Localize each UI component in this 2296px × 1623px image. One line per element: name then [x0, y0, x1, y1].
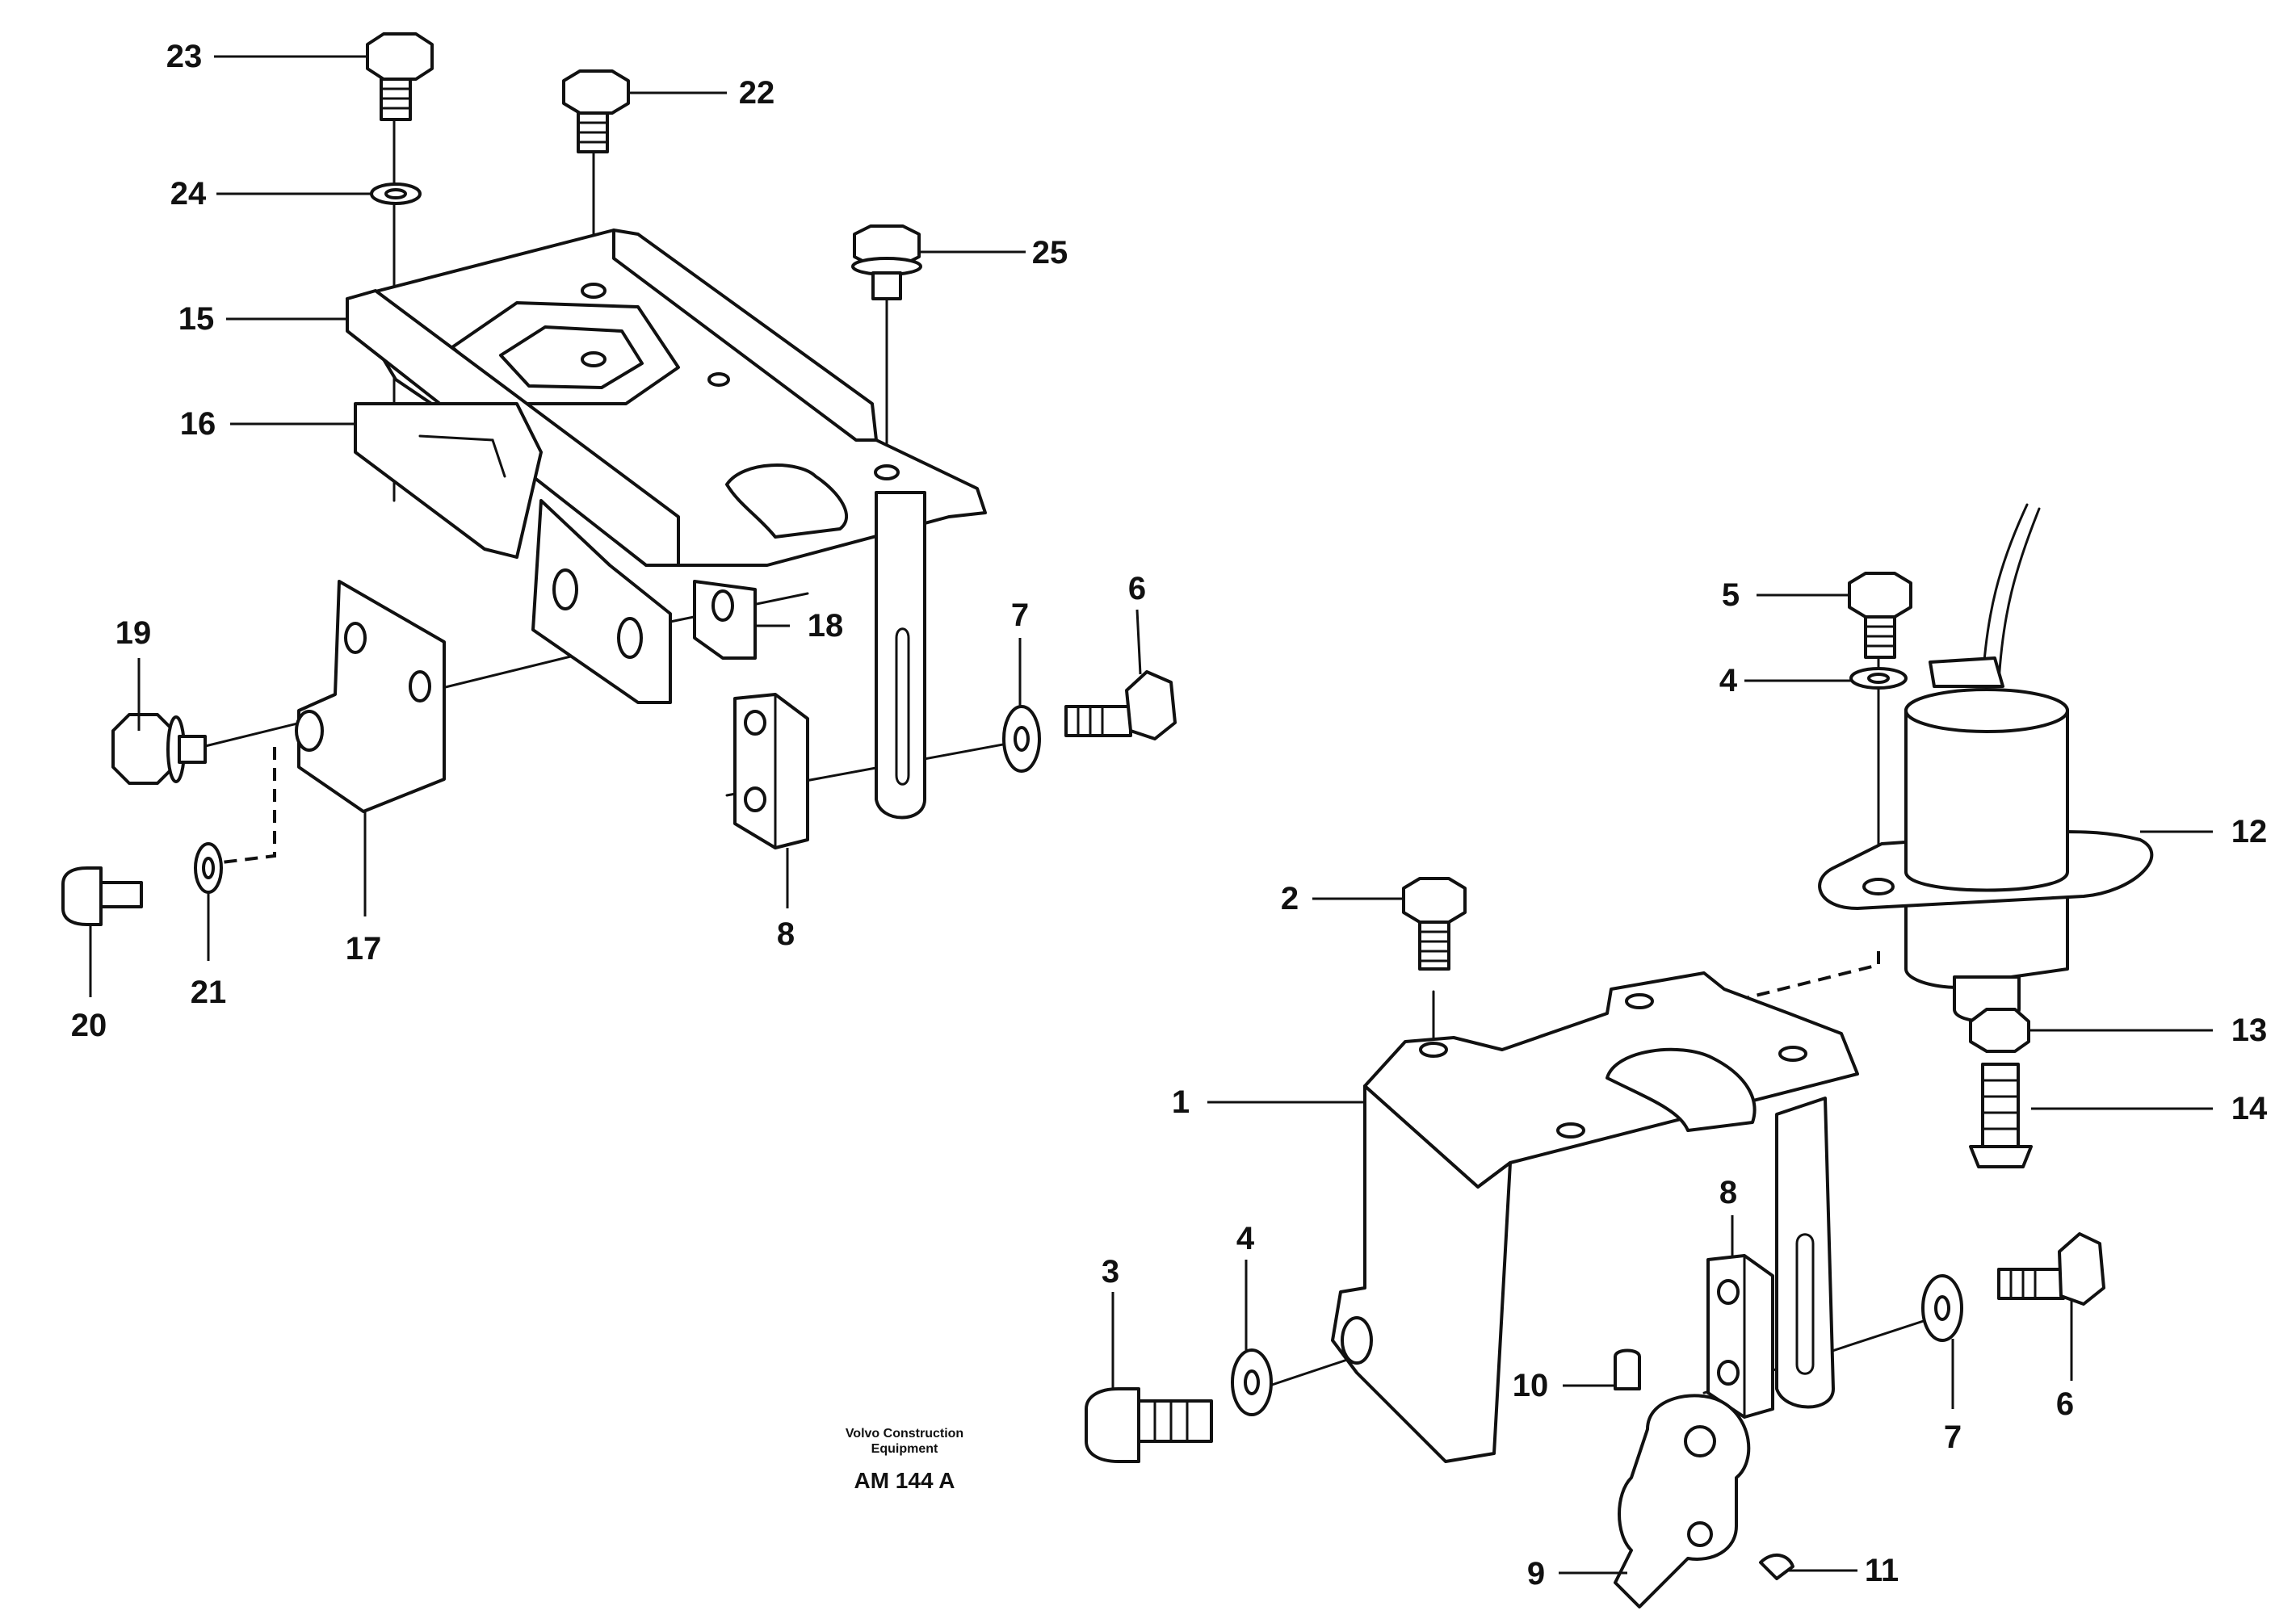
callout-13: 13 [2231, 1013, 2268, 1048]
lower-bracket-assembly [1085, 503, 2154, 1608]
bolt-23 [366, 32, 434, 121]
publisher-label: Volvo Construction Equipment [791, 1426, 1018, 1457]
callout-12: 12 [2231, 814, 2268, 849]
callout-5: 5 [1722, 577, 1740, 613]
callout-20: 20 [71, 1008, 107, 1043]
callout-7-lower: 7 [1944, 1420, 1962, 1455]
bolt-22 [562, 69, 630, 153]
drawing-code: AM 144 A [854, 1468, 955, 1493]
screw-3 [1085, 1387, 1213, 1463]
spacer-block [733, 693, 809, 849]
lever [1614, 1394, 1751, 1608]
callout-6-lower: 6 [2056, 1386, 2074, 1422]
callout-10: 10 [1513, 1368, 1549, 1403]
callout-1: 1 [1172, 1084, 1190, 1120]
callout-3: 3 [1102, 1254, 1119, 1290]
bolt-2 [1402, 877, 1467, 971]
callout-17: 17 [346, 931, 382, 967]
upper-bracket-assembly [61, 32, 1177, 926]
leader-lines [89, 55, 2213, 1575]
callout-8: 8 [777, 916, 795, 952]
publisher-line-2: Equipment [871, 1442, 938, 1456]
callout-16: 16 [180, 406, 216, 442]
callout-19: 19 [115, 615, 152, 651]
callout-24: 24 [170, 176, 207, 212]
callout-6: 6 [1128, 571, 1146, 606]
publisher-line-1: Volvo Construction [845, 1427, 964, 1441]
callout-4-top: 4 [1719, 663, 1738, 698]
callout-22: 22 [739, 75, 775, 111]
callout-11: 11 [1865, 1553, 1899, 1588]
callout-labels: 23 22 24 25 15 16 18 19 7 6 17 8 20 21 5… [71, 39, 2268, 1592]
screw-20 [61, 866, 143, 926]
callout-2: 2 [1281, 881, 1299, 916]
callout-21: 21 [191, 975, 227, 1010]
bolt-25 [851, 224, 922, 300]
bolt-19 [111, 713, 207, 785]
lower-plate [354, 402, 543, 559]
bolt-5 [1848, 572, 1912, 659]
callout-14: 14 [2231, 1091, 2268, 1126]
bolt-14 [1969, 1063, 2033, 1168]
spacer-block-lower [1706, 1254, 1774, 1419]
main-bracket [1331, 971, 1859, 1463]
bolt-6-lower [1997, 1232, 2105, 1306]
set-screw-10 [1614, 1348, 1641, 1390]
pin-11 [1759, 1554, 1794, 1580]
callout-4-lower: 4 [1236, 1221, 1255, 1256]
callout-8-lower: 8 [1719, 1175, 1737, 1210]
callout-7: 7 [1011, 598, 1029, 633]
angled-bracket [295, 580, 446, 813]
bolt-6 [1064, 670, 1177, 740]
callout-9: 9 [1527, 1556, 1545, 1592]
callout-15: 15 [178, 301, 215, 337]
callout-18: 18 [808, 608, 844, 644]
solenoid [1818, 503, 2154, 1023]
callout-25: 25 [1032, 235, 1068, 270]
callout-23: 23 [166, 39, 203, 74]
nut-13 [1969, 1008, 2030, 1053]
